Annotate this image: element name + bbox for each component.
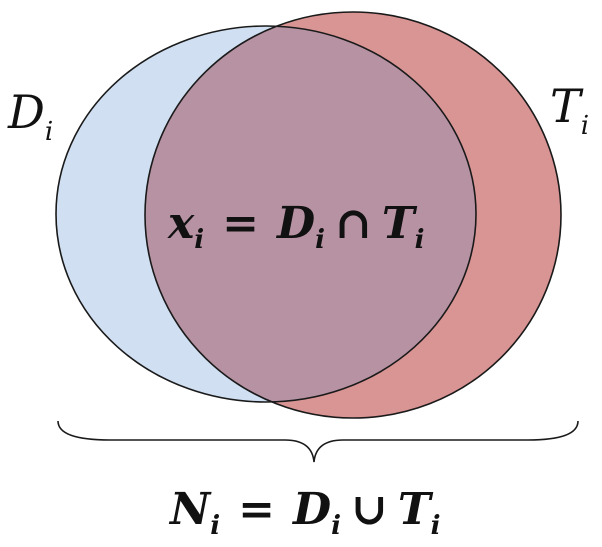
intersection-formula: xi=Di∩Ti	[167, 198, 425, 255]
union-formula: Ni=Di∪Ti	[168, 484, 441, 541]
set-d-label: Di	[7, 85, 53, 147]
set-t-outline	[144, 11, 562, 419]
set-t-label: Ti	[550, 79, 589, 141]
union-brace	[57, 420, 579, 463]
set-d-outline	[55, 25, 477, 403]
